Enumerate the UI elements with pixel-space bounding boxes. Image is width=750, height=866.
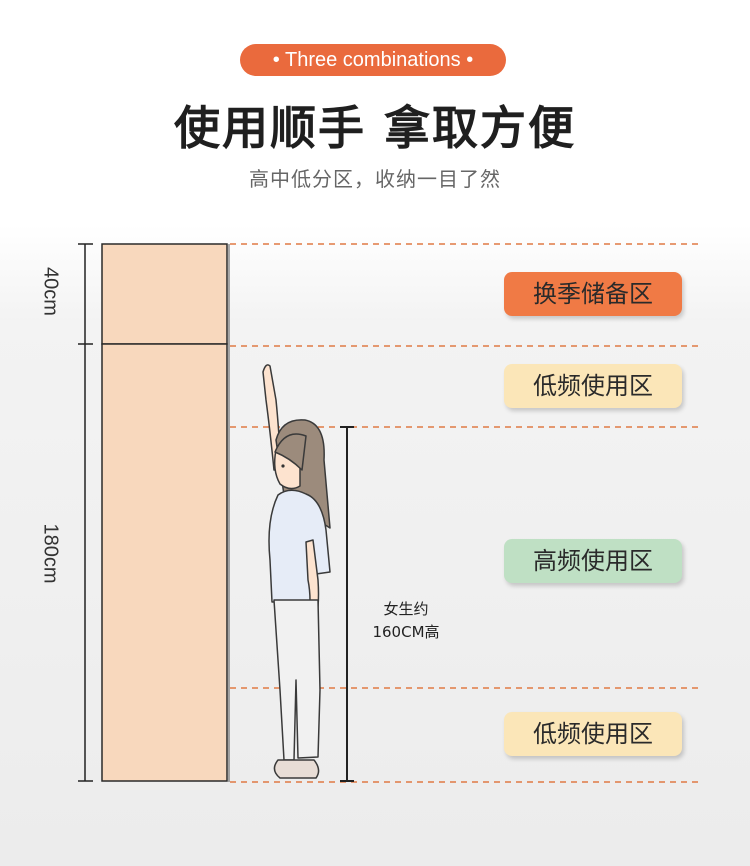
zone-high-frequency: 高频使用区: [504, 539, 682, 583]
page-subtitle: 高中低分区，收纳一目了然: [249, 167, 501, 191]
person-height-line: [340, 426, 354, 782]
top-cabinet-height-label: 40cm: [39, 267, 62, 316]
cabinet-group: [101, 243, 230, 782]
height-dimension-lines: [78, 243, 93, 782]
zone-seasonal-storage: 换季储备区: [504, 272, 682, 316]
person-note-line2: 160CM高: [372, 623, 440, 641]
person-note-line1: 女生约: [383, 600, 429, 618]
zone-low-frequency-upper: 低频使用区: [504, 364, 682, 408]
header-area: [0, 0, 750, 225]
top-cabinet: [101, 243, 228, 345]
bottom-cabinet: [101, 343, 228, 782]
bottom-cabinet-height-label: 180cm: [39, 523, 62, 584]
girl-figure: [262, 364, 331, 779]
badge-three-combinations: • Three combinations •: [240, 44, 506, 76]
page-title: 使用顺手 拿取方便: [173, 101, 576, 155]
zone-low-frequency-lower: 低频使用区: [504, 712, 682, 756]
